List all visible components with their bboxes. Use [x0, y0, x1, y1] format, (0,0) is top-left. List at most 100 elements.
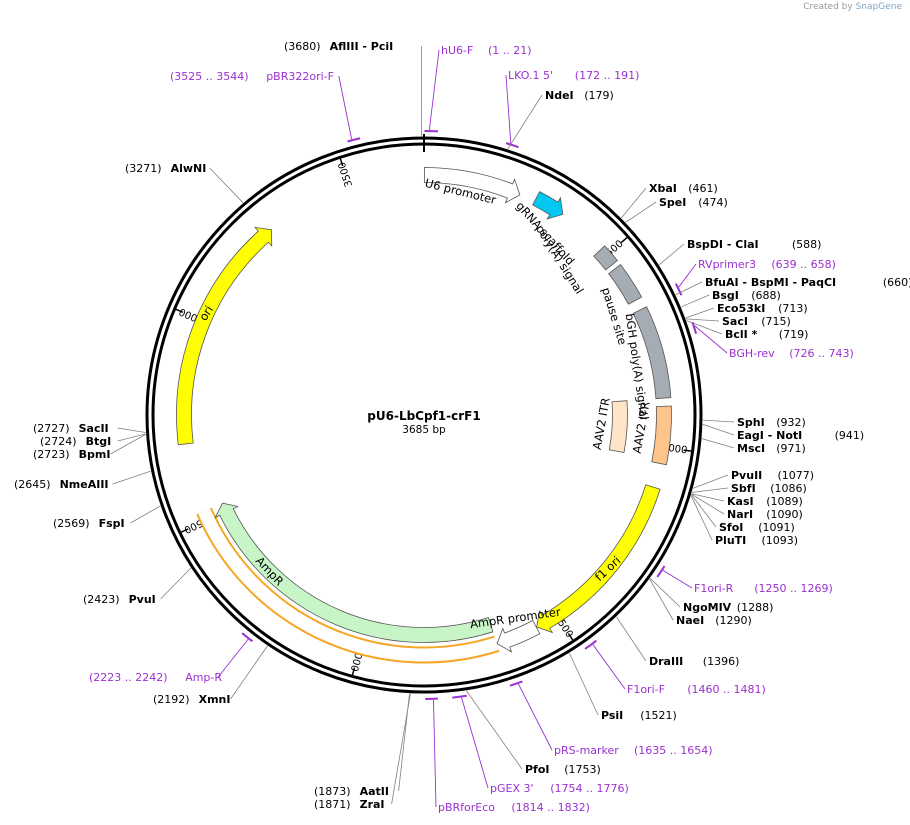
primer-mark-pbr322ori-f — [347, 137, 361, 143]
enzyme-zrai: (1871) ZraI — [314, 798, 385, 811]
enzyme-name: BspDI - ClaI — [687, 238, 759, 251]
leader-spei — [625, 201, 657, 223]
enzyme-ngomiv: NgoMIV(1288) — [683, 601, 773, 614]
leader-primer-amp-r — [217, 638, 249, 678]
enzyme-bpmi: (2723)BpmI — [33, 448, 110, 461]
tick-label-3500: 3500 — [337, 161, 355, 189]
label-polya-signal: poly(A) signal — [533, 222, 587, 296]
enzyme-position: (474) — [698, 196, 728, 209]
primer-range: (1635 .. 1654) — [634, 744, 713, 757]
enzyme-ndei: NdeI (179) — [545, 89, 614, 102]
enzyme-xmni: (2192)XmnI — [153, 693, 230, 706]
snapgene-credit: Created by SnapGene — [803, 2, 902, 12]
primer-name: F1ori-R — [694, 582, 734, 595]
enzyme-position: (1077) — [778, 469, 815, 482]
primer-name: pRS-marker — [554, 744, 619, 757]
leader-kasi — [691, 493, 725, 502]
primer-mark-pgex-3 — [452, 694, 467, 699]
enzyme-name: SbfI — [731, 482, 756, 495]
enzyme-position: (179) — [584, 89, 614, 102]
enzyme-name: ZraI — [360, 798, 385, 811]
enzyme-name: NmeAIII — [60, 478, 109, 491]
leader-psii — [569, 652, 599, 716]
enzyme-saci: SacI(715) — [722, 315, 791, 328]
enzyme-position: (2423) — [83, 593, 120, 606]
feature-u6-promoter-0 — [423, 167, 521, 204]
primer-name: LKO.1 5' — [508, 69, 553, 82]
feature-ampr-promoter-8 — [496, 619, 541, 653]
enzyme-msci: MscI(971) — [737, 442, 806, 455]
feature-aav2-itr-6 — [608, 400, 628, 453]
primer-range: (639 .. 658) — [771, 258, 836, 271]
enzyme-position: (1091) — [758, 521, 795, 534]
leader-pvui — [160, 567, 192, 600]
leader-primer-rvprimer3 — [678, 263, 697, 288]
enzyme-position: (588) — [792, 238, 822, 251]
enzyme-name: SacI — [722, 315, 748, 328]
enzyme-name: PvuII — [731, 469, 762, 482]
enzyme-nari: NarI(1090) — [727, 508, 803, 521]
backbone — [145, 134, 703, 694]
leader-ndei — [507, 94, 543, 150]
enzyme-name: DraIII — [649, 655, 683, 668]
enzyme-position: (1396) — [703, 655, 740, 668]
enzyme-position: (3680) — [284, 40, 321, 53]
enzyme-name: AatII — [360, 785, 389, 798]
enzyme-name: AlwNI — [171, 162, 207, 175]
enzyme-position: (1290) — [715, 614, 752, 627]
enzyme-position: (1873) — [314, 785, 351, 798]
leader-pluti — [690, 495, 713, 541]
enzyme-position: (1093) — [762, 534, 799, 547]
feature-bgh-poly-a-signal-4 — [632, 306, 672, 400]
enzyme-sbfi: SbfI (1086) — [731, 482, 807, 495]
enzyme-name: XmnI — [199, 693, 231, 706]
enzyme-position: (2724) — [40, 435, 77, 448]
primer-name: F1ori-F — [627, 683, 665, 696]
enzyme-bfuai-bspmi-paqci: BfuAI - BspMI - PaqCI(660) — [705, 276, 910, 289]
enzyme-name: AflIII - PciI — [330, 40, 394, 53]
enzyme-pvui: (2423) PvuI — [83, 593, 156, 606]
enzyme-position: (1871) — [314, 798, 351, 811]
plasmid-length: 3685 bp — [402, 424, 446, 436]
enzyme-name: PsiI — [601, 709, 623, 722]
enzyme-position: (1089) — [766, 495, 803, 508]
enzyme-position: (1086) — [770, 482, 807, 495]
enzyme-name: NdeI — [545, 89, 574, 102]
label-aav2-itr-inner: AAV2 ITR — [590, 397, 613, 451]
leader-bpmi — [110, 434, 146, 455]
leader-primer-pbr322ori-f — [338, 75, 353, 140]
tick-mark-2000 — [351, 667, 356, 676]
enzyme-kasi: KasI(1089) — [727, 495, 803, 508]
leader-btgi — [117, 433, 146, 442]
enzyme-name: SacII — [79, 422, 109, 435]
tick-mark-3500 — [339, 158, 344, 167]
enzyme-position: (1090) — [766, 508, 803, 521]
enzyme-naei: NaeI(1290) — [676, 614, 752, 627]
label-aav2-itr-outer: AAV2 ITR — [630, 400, 653, 454]
label-leaders — [110, 46, 735, 808]
primer-range: (172 .. 191) — [575, 69, 640, 82]
tick-mark-2500 — [180, 528, 189, 534]
leader-sphi — [702, 419, 735, 423]
enzyme-name: SfoI — [719, 521, 743, 534]
primer-range: (1754 .. 1776) — [550, 782, 629, 795]
leader-bsgi — [681, 294, 710, 308]
leader-draiii — [616, 616, 647, 662]
primer-pbr322ori-f: (3525 .. 3544)pBR322ori-F — [170, 70, 334, 83]
primer-range: (1 .. 21) — [488, 44, 532, 57]
enzyme-bsgi: BsgI(688) — [712, 289, 781, 302]
primer-mark-f1ori-r — [656, 565, 666, 578]
snapgene-logo: SnapGene — [855, 2, 902, 12]
enzyme-position: (688) — [751, 289, 781, 302]
feature-grna-scaffold-1 — [532, 191, 564, 220]
leader-sacii — [117, 427, 146, 433]
enzyme-btgi: (2724)BtgI — [40, 435, 111, 448]
leader-bcli — [686, 320, 723, 335]
enzyme-name: SpeI — [659, 196, 686, 209]
primer-marks — [241, 130, 698, 700]
enzyme-name: PvuI — [129, 593, 156, 606]
enzyme-position: (2727) — [33, 422, 70, 435]
plasmid-name: pU6-LbCpf1-crF1 — [367, 409, 480, 423]
leader-ngomiv — [649, 578, 681, 608]
